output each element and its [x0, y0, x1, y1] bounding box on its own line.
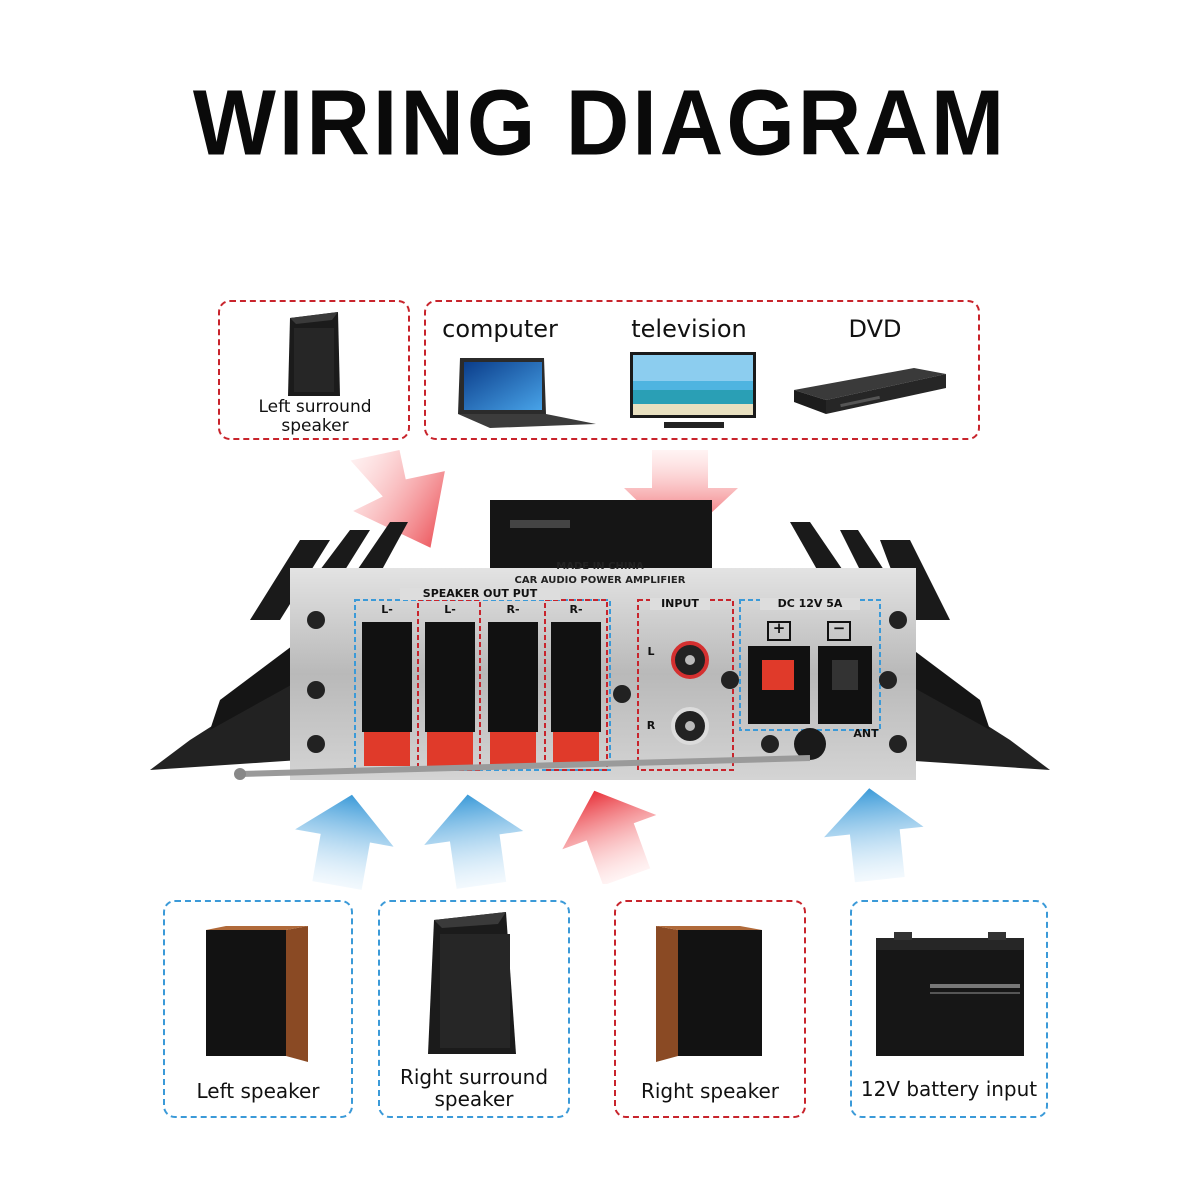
right-speaker-box — [614, 900, 806, 1118]
terminal-label-3: R- — [506, 603, 520, 616]
computer-label: computer — [442, 315, 558, 343]
left-surround-box — [218, 300, 410, 440]
antenna-label: ANT — [853, 727, 879, 740]
input-label: INPUT — [650, 597, 710, 611]
battery-label: 12V battery input — [860, 1077, 1038, 1101]
left-speaker-label: Left speaker — [196, 1079, 320, 1103]
dvd-player-icon — [794, 368, 946, 414]
television-label: television — [631, 315, 747, 343]
arrow-right-speaker-icon — [562, 790, 657, 884]
arrow-left-speaker-icon — [295, 794, 394, 890]
terminal-label-1: L- — [381, 603, 393, 616]
input-l-label: L — [647, 645, 655, 658]
terminal-label-2: L- — [444, 603, 456, 616]
made-in-label: MADE IN CHINA — [556, 561, 644, 572]
arrow-right-surround-icon — [424, 794, 524, 889]
right-surround-label: Right surround speaker — [399, 1065, 549, 1112]
sources-box — [424, 300, 980, 440]
left-speaker-box — [163, 900, 353, 1118]
laptop-icon — [458, 358, 596, 428]
television-icon — [630, 352, 756, 428]
arrow-battery-icon — [824, 788, 924, 883]
battery-icon — [876, 932, 1024, 1056]
right-surround-speaker-icon — [428, 912, 516, 1054]
right-surround-box — [378, 900, 570, 1118]
right-speaker-label: Right speaker — [640, 1079, 780, 1103]
page-title: WIRING DIAGRAM — [192, 70, 1008, 175]
power-label: DC 12V 5A — [760, 597, 860, 611]
speaker-output-label: SPEAKER OUT PUT — [400, 587, 560, 601]
plus-label: + — [772, 619, 786, 637]
dvd-label: DVD — [848, 315, 902, 343]
left-speaker-icon — [206, 926, 308, 1062]
left-surround-label: Left surround speaker — [258, 397, 372, 437]
battery-box — [850, 900, 1048, 1118]
left-surround-speaker-icon — [288, 312, 340, 396]
amplifier-icon — [150, 500, 1050, 780]
right-speaker-icon — [656, 926, 762, 1062]
product-label: CAR AUDIO POWER AMPLIFIER — [514, 575, 686, 586]
arrow-to-speaker-output-icon — [350, 450, 445, 548]
terminal-label-4: R- — [569, 603, 583, 616]
input-r-label: R — [646, 719, 656, 732]
arrow-to-input-icon — [624, 450, 738, 542]
minus-label: − — [832, 619, 846, 637]
